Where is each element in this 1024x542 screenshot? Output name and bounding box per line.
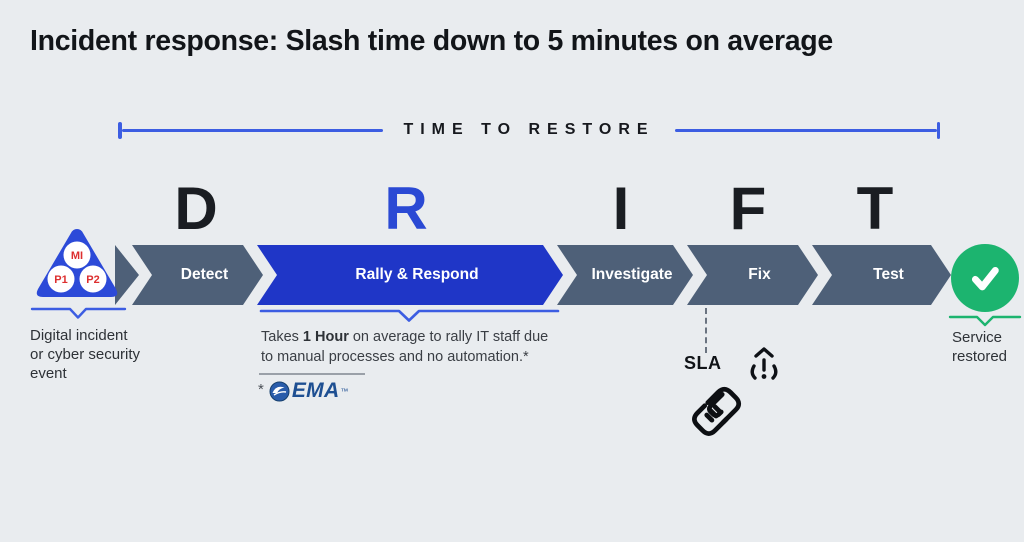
stage-label: Rally & Respond <box>355 266 479 283</box>
stage-arrow-detect: Detect <box>132 245 263 305</box>
time-to-restore-bracket: TIME TO RESTORE <box>118 119 940 141</box>
rally-note-bold: 1 Hour <box>302 329 349 345</box>
handshake-icon <box>692 386 742 436</box>
badge-p2: P2 <box>86 274 99 286</box>
drift-letter-d: D <box>174 175 218 242</box>
incident-caption-line: Digital incident <box>30 327 128 344</box>
stage-label: Investigate <box>591 266 673 283</box>
sla-label: SLA <box>684 353 722 373</box>
drift-letter-i: I <box>612 175 630 242</box>
rally-note-prefix: Takes <box>261 329 303 345</box>
service-caption-line: Service <box>952 329 1003 346</box>
rally-brace <box>259 309 560 322</box>
service-caption-line: restored <box>952 348 1008 365</box>
ema-logo-text: EMA <box>291 379 340 402</box>
source-attribution: * EMA ™ <box>258 379 348 403</box>
sla-dashed-connector <box>705 308 707 353</box>
stage-arrow-rally-respond: Rally & Respond <box>257 245 563 305</box>
incident-priority-triangle-icon: MI P1 P2 <box>36 229 118 297</box>
stage-arrow-investigate: Investigate <box>557 245 693 305</box>
rally-note: Takes 1 Hour on average to rally IT staf… <box>261 328 559 367</box>
checkmark-icon <box>971 267 999 291</box>
ema-logo-icon <box>269 381 290 401</box>
alert-icon <box>750 347 778 380</box>
bracket-left-line <box>121 128 384 132</box>
service-caption: Service restored <box>952 328 1007 366</box>
drift-letter-r: R <box>384 175 428 242</box>
stage-arrow-test: Test <box>812 245 951 305</box>
bracket-left-tick <box>118 121 122 139</box>
ema-trademark: ™ <box>340 386 349 396</box>
time-to-restore-label: TIME TO RESTORE <box>403 121 655 138</box>
drift-letter-f: F <box>729 175 767 242</box>
footnote-marker: * <box>258 380 264 398</box>
stage-arrow-fix: Fix <box>687 245 818 305</box>
bracket-right-line <box>674 128 937 132</box>
incident-caption-line: or cyber security <box>30 346 141 363</box>
incident-caption: Digital incident or cyber security event <box>30 326 140 383</box>
page-title: Incident response: Slash time down to 5 … <box>30 25 833 57</box>
bracket-right-tick <box>936 121 940 139</box>
rally-note-suffix: on average to rally IT staff due to manu… <box>261 329 549 365</box>
badge-p1: P1 <box>54 274 67 286</box>
source-divider <box>259 373 365 375</box>
stage-label: Fix <box>748 266 771 283</box>
stage-label: Test <box>873 266 904 283</box>
service-brace <box>948 315 1022 327</box>
incident-brace <box>30 307 127 319</box>
service-restored-check-icon <box>951 244 1019 312</box>
drift-letter-t: T <box>856 175 894 242</box>
badge-mi: MI <box>71 250 83 262</box>
incident-caption-line: event <box>30 365 67 382</box>
stage-label: Detect <box>180 266 229 283</box>
